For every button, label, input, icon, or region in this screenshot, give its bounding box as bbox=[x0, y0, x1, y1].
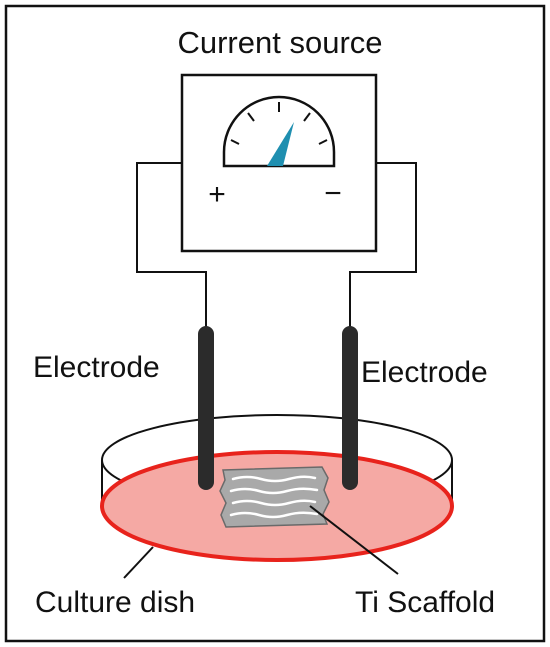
ti-scaffold bbox=[219, 466, 330, 528]
plus-sign: + bbox=[208, 178, 226, 211]
ti-scaffold-label: Ti Scaffold bbox=[355, 586, 495, 619]
electrode-left bbox=[198, 326, 214, 490]
gauge-dial bbox=[222, 95, 336, 168]
outer-frame bbox=[4, 4, 546, 643]
wire-left bbox=[136, 162, 207, 332]
culture-dish-label: Culture dish bbox=[35, 586, 195, 619]
ammeter-gauge-icon bbox=[222, 95, 336, 168]
wire-right bbox=[349, 162, 417, 332]
electrode-left-label: Electrode bbox=[33, 351, 160, 384]
circuit-wires bbox=[136, 162, 417, 332]
scaffold-pores bbox=[229, 475, 319, 519]
gauge-ticks bbox=[230, 102, 328, 145]
electrode-right-label: Electrode bbox=[361, 356, 488, 389]
electrode-right bbox=[342, 326, 358, 490]
scaffold-leader bbox=[309, 505, 399, 575]
current-source-label: Current source bbox=[177, 25, 382, 60]
gauge-needle bbox=[267, 122, 294, 166]
culture-dish-leader bbox=[123, 546, 154, 579]
minus-sign: − bbox=[324, 177, 342, 210]
